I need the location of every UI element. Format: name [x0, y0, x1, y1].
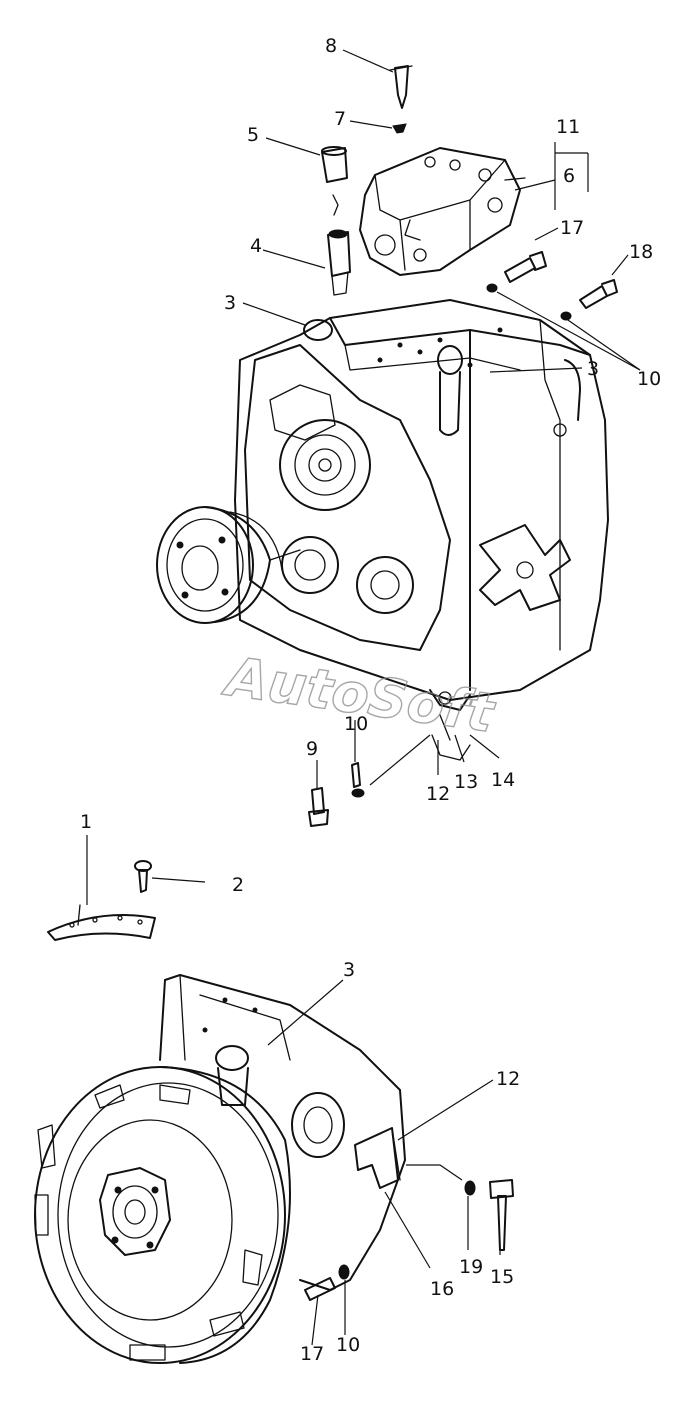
part-9-bolt	[308, 787, 329, 827]
transmission-housing	[234, 299, 609, 711]
parts-12-13-14-bracket	[431, 714, 471, 761]
leader-lines-lower	[267, 979, 501, 1346]
callout-3-upper-left: 3	[224, 292, 236, 314]
callout-11: 11	[556, 116, 580, 138]
callout-19: 19	[459, 1256, 483, 1278]
callout-10-lower: 10	[336, 1334, 360, 1356]
callout-8: 8	[325, 35, 337, 57]
callout-10-middle: 10	[344, 713, 368, 735]
part-19-washer	[464, 1180, 476, 1196]
callout-labels: 8 7 5 11 6 17 4 18 3 3 10 10 9 12 13 14 …	[80, 35, 661, 1365]
callout-5: 5	[247, 124, 259, 146]
callout-12-lower: 12	[496, 1068, 520, 1090]
part-17-bolt-upper	[486, 251, 547, 293]
drive-flange	[156, 506, 301, 624]
control-valve-block	[359, 147, 526, 276]
callout-10-upper: 10	[637, 368, 661, 390]
callout-17-upper: 17	[560, 217, 584, 239]
callout-15: 15	[490, 1266, 514, 1288]
part-15-bolt	[489, 1179, 514, 1251]
callout-16: 16	[430, 1278, 454, 1300]
callout-4: 4	[250, 235, 262, 257]
callout-12-upper: 12	[426, 783, 450, 805]
callout-3-upper-right: 3	[587, 358, 599, 380]
part-4-plunger	[327, 229, 351, 296]
part-10-washer-lower	[351, 762, 365, 798]
callout-9: 9	[306, 738, 318, 760]
callout-18: 18	[629, 241, 653, 263]
callout-3-lower: 3	[343, 959, 355, 981]
part-7-washer	[392, 123, 407, 134]
callout-2: 2	[232, 874, 244, 896]
part-8-pin	[389, 65, 413, 109]
callout-17-lower: 17	[300, 1343, 324, 1365]
callout-13: 13	[454, 771, 478, 793]
part-5-cap	[321, 146, 348, 216]
leader-lines-upper	[242, 49, 641, 788]
torque-converter-assembly	[34, 974, 406, 1364]
part-18-bolt	[560, 279, 618, 321]
part-1-friction-segment	[47, 904, 156, 941]
callout-14: 14	[491, 769, 515, 791]
callout-6: 6	[563, 165, 575, 187]
callout-1: 1	[80, 811, 92, 833]
callout-7: 7	[334, 108, 346, 130]
part-2-screw	[134, 860, 206, 893]
